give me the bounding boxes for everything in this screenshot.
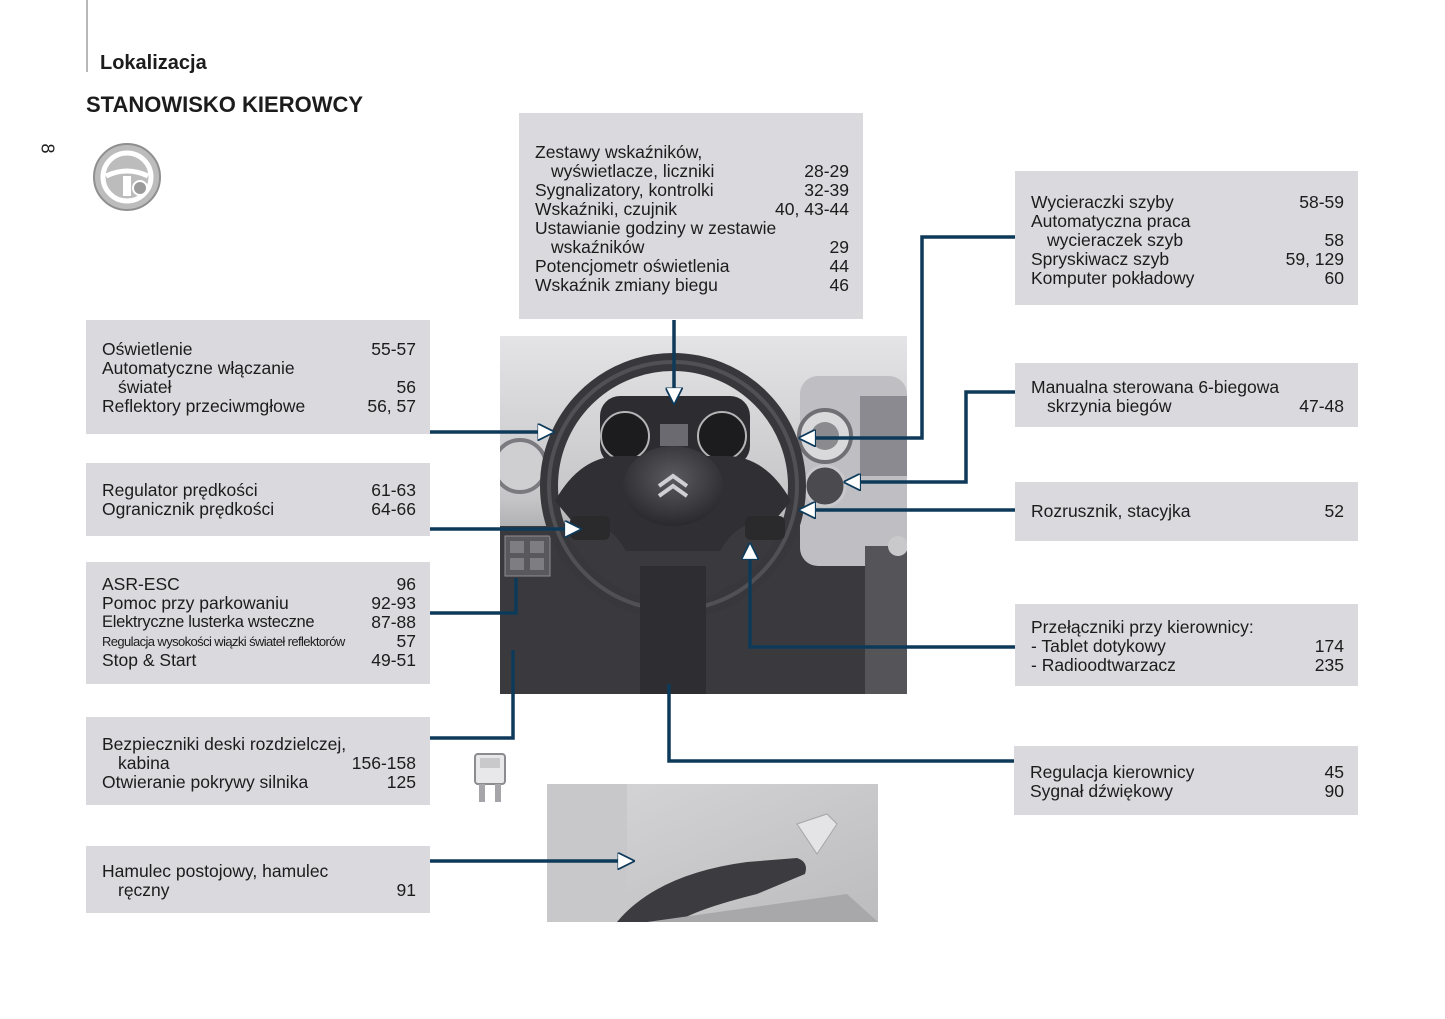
row-page: 44: [829, 256, 849, 276]
row-page: 58-59: [1299, 192, 1344, 212]
dashboard-photo: [500, 336, 907, 694]
row-page: 92-93: [371, 593, 416, 613]
row-text: Regulacja wysokości wiązki świateł refle…: [102, 634, 345, 649]
box-gearbox: Manualna sterowana 6-biegowa skrzynia bi…: [1015, 363, 1358, 427]
row-text: Regulator prędkości: [102, 480, 258, 500]
row-text: Komputer pokładowy: [1031, 268, 1195, 288]
row-page: 56: [396, 377, 416, 397]
row-page: 57: [396, 631, 416, 651]
row-text: Automatyczne włączanie: [102, 358, 295, 378]
row-text: Wycieraczki szyby: [1031, 192, 1174, 212]
row-text: ręczny: [118, 880, 170, 900]
row-text: Hamulec postojowy, hamulec: [102, 861, 329, 881]
row-text: Manualna sterowana 6-biegowa: [1031, 377, 1280, 397]
row-text: Oświetlenie: [102, 339, 193, 359]
row-text: Automatyczna praca: [1031, 211, 1191, 231]
row-text: skrzynia biegów: [1047, 396, 1172, 416]
leader-line-wipers: [800, 235, 1015, 438]
row-page: 46: [829, 275, 849, 295]
box-ignition: Rozrusznik, stacyjka 52: [1015, 482, 1358, 541]
box-asr: ASR-ESC 96 Pomoc przy parkowaniu 92-93 Ele…: [86, 562, 430, 684]
row-text: Otwieranie pokrywy silnika: [102, 772, 309, 792]
row-page: 96: [396, 574, 416, 594]
row-text: Pomoc przy parkowaniu: [102, 593, 289, 613]
row-text: ASR-ESC: [102, 574, 180, 594]
leader-line-asr: [430, 578, 518, 615]
box-wipers: Wycieraczki szyby 58-59 Automatyczna prac…: [1015, 171, 1358, 305]
row-text: Sygnalizatory, kontrolki: [535, 180, 714, 200]
row-text: Bezpieczniki deski rozdzielczej,: [102, 734, 347, 754]
row-text: wskaźników: [551, 237, 645, 257]
box-switches: Przełączniki przy kierownicy: - Tablet d…: [1015, 604, 1358, 686]
steering-wheel-icon: [93, 143, 161, 211]
row-text: kabina: [118, 753, 170, 773]
row-text: wyświetlacze, liczniki: [551, 161, 715, 181]
box-steering: Regulacja kierownicy 45 Sygnał dźwiękowy 9…: [1014, 746, 1358, 815]
fuse-icon: [474, 753, 506, 802]
handbrake-photo: [547, 784, 878, 922]
row-text: świateł: [118, 377, 172, 397]
leader-line-switches: [750, 544, 1015, 649]
row-page: 45: [1324, 762, 1344, 782]
row-text: Sygnał dźwiękowy: [1030, 781, 1173, 801]
box-fuses: Bezpieczniki deski rozdzielczej, kabina 1…: [86, 717, 430, 805]
leader-line-fuses: [430, 650, 515, 740]
row-text: Rozrusznik, stacyjka: [1031, 501, 1191, 521]
row-text: Spryskiwacz szyb: [1031, 249, 1170, 269]
leader-line-gearbox: [845, 390, 1015, 482]
row-page: 28-29: [804, 161, 849, 181]
row-text: - Tablet dotykowy: [1031, 636, 1166, 656]
row-page: 55-57: [371, 339, 416, 359]
row-page: 64-66: [371, 499, 416, 519]
row-text: Ustawianie godziny w zestawie: [535, 218, 777, 238]
row-text: Zestawy wskaźników,: [535, 142, 703, 162]
row-page: 47-48: [1299, 396, 1344, 416]
row-text: Elektryczne lusterka wsteczne: [102, 613, 315, 631]
row-page: 59, 129: [1285, 249, 1344, 269]
row-page: 49-51: [371, 650, 416, 670]
row-text: Potencjometr oświetlenia: [535, 256, 730, 276]
row-page: 87-88: [371, 612, 416, 632]
box-speed: Regulator prędkości 61-63 Ogranicznik prę…: [86, 463, 430, 536]
page-title: STANOWISKO KIEROWCY: [86, 92, 364, 117]
row-page: 91: [396, 880, 416, 900]
row-page: 29: [829, 237, 849, 257]
section-title: Lokalizacja: [100, 52, 207, 74]
margin-rule: [86, 0, 88, 72]
row-page: 235: [1314, 655, 1344, 675]
row-text: wycieraczek szyb: [1047, 230, 1184, 250]
box-instrument-panel: Zestawy wskaźników, wyświetlacze, liczni…: [519, 113, 863, 319]
row-page: 125: [386, 772, 416, 792]
row-text: Reflektory przeciwmgłowe: [102, 396, 306, 416]
leader-line-steering: [667, 684, 1014, 763]
row-page: 61-63: [371, 480, 416, 500]
row-page: 52: [1324, 501, 1344, 521]
row-text: Stop & Start: [102, 650, 197, 670]
row-page: 174: [1314, 636, 1344, 656]
row-page: 56, 57: [367, 396, 416, 416]
row-page: 60: [1324, 268, 1344, 288]
row-page: 58: [1324, 230, 1344, 250]
row-page: 156-158: [351, 753, 416, 773]
box-handbrake: Hamulec postojowy, hamulec ręczny 91: [86, 846, 430, 913]
row-text: Przełączniki przy kierownicy:: [1031, 617, 1254, 637]
row-text: Regulacja kierownicy: [1030, 762, 1195, 782]
row-text: Wskaźnik zmiany biegu: [535, 275, 718, 295]
row-page: 90: [1324, 781, 1344, 801]
row-page: 40, 43-44: [775, 199, 849, 219]
row-text: - Radioodtwarzacz: [1031, 655, 1176, 675]
row-page: 32-39: [804, 180, 849, 200]
row-text: Ogranicznik prędkości: [102, 499, 275, 519]
row-text: Wskaźniki, czujnik: [535, 199, 677, 219]
